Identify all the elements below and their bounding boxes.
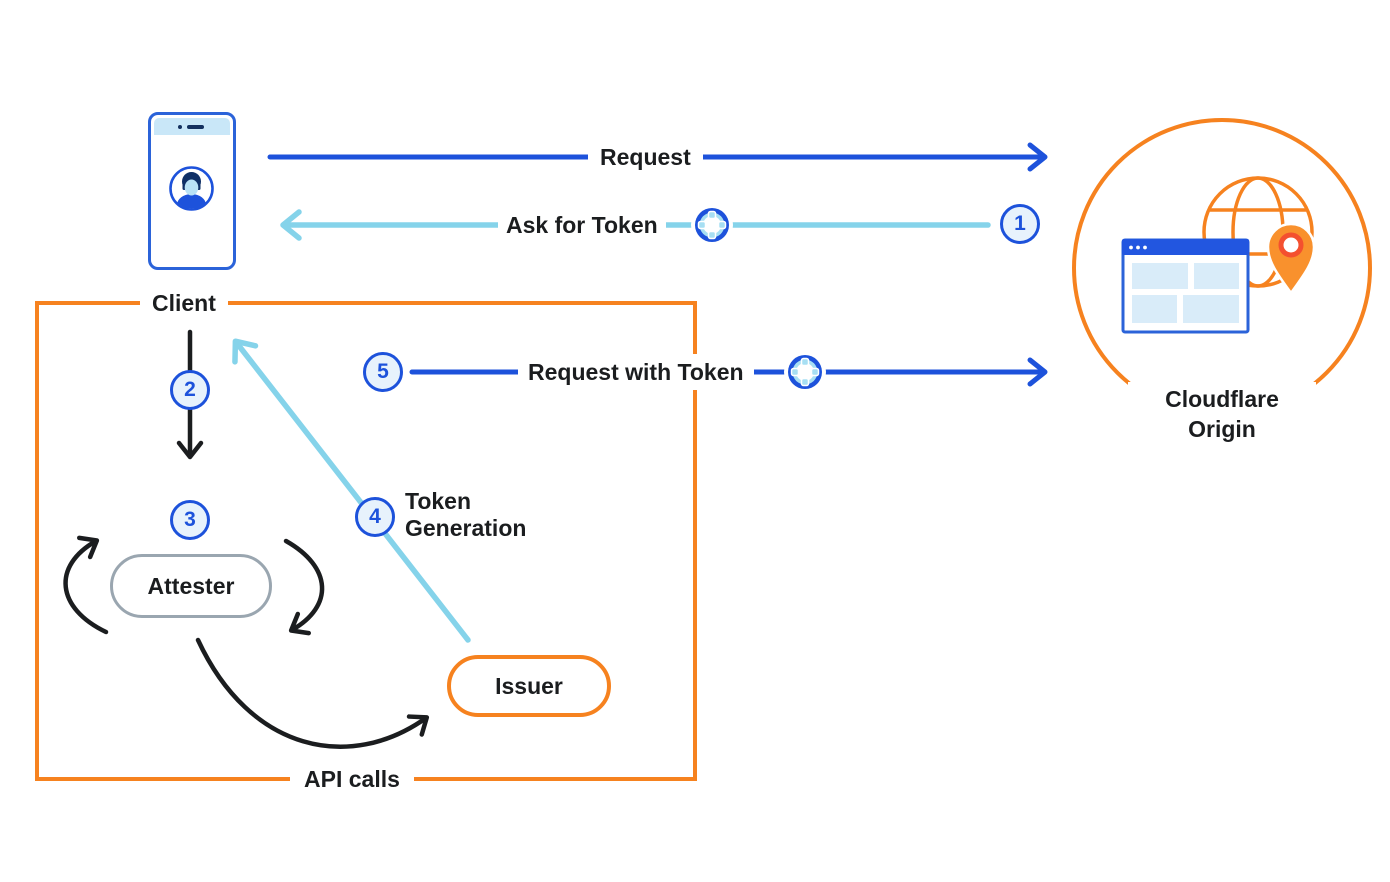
client-phone-icon: [148, 112, 236, 270]
issuer-label: Issuer: [495, 672, 563, 699]
location-pin-icon: [1266, 222, 1316, 296]
step-2-number: 2: [184, 378, 196, 401]
attester-node: Attester: [110, 554, 272, 618]
step-1-badge: 1: [1000, 204, 1040, 244]
client-label: Client: [140, 285, 228, 321]
phone-camera-dot: [178, 125, 182, 129]
request-with-token-label: Request with Token: [518, 354, 754, 390]
origin-label: Cloudflare Origin: [1128, 382, 1316, 446]
token-icon: [784, 351, 826, 393]
api-calls-label: API calls: [290, 761, 414, 797]
step-4-badge: 4: [355, 497, 395, 537]
token-icon: [691, 204, 733, 246]
attester-cycle-left-arrow: [63, 535, 109, 635]
step-2-badge: 2: [170, 370, 210, 410]
request-label: Request: [588, 139, 703, 175]
attester-cycle-right-arrow: [283, 538, 325, 636]
origin-label-line2: Origin: [1188, 416, 1256, 442]
step-4-number: 4: [369, 505, 381, 528]
step-5-number: 5: [377, 360, 389, 383]
token-generation-line1: Token: [405, 488, 472, 514]
token-generation-label: Token Generation: [405, 488, 526, 542]
browser-window-icon: [1121, 238, 1250, 334]
step-3-badge: 3: [170, 500, 210, 540]
ask-for-token-label: Ask for Token: [498, 207, 666, 243]
attester-to-issuer-arrow: [195, 637, 430, 749]
user-avatar-icon: [168, 165, 215, 212]
step-5-badge: 5: [363, 352, 403, 392]
step-1-number: 1: [1014, 212, 1026, 235]
phone-speaker-dash: [187, 125, 204, 129]
step-3-number: 3: [184, 508, 196, 531]
phone-topbar: [154, 118, 230, 135]
issuer-node: Issuer: [447, 655, 611, 717]
issuer-to-client-arrow: [232, 338, 471, 643]
token-generation-line2: Generation: [405, 515, 527, 541]
origin-label-line1: Cloudflare: [1165, 386, 1279, 412]
attester-label: Attester: [147, 572, 235, 599]
